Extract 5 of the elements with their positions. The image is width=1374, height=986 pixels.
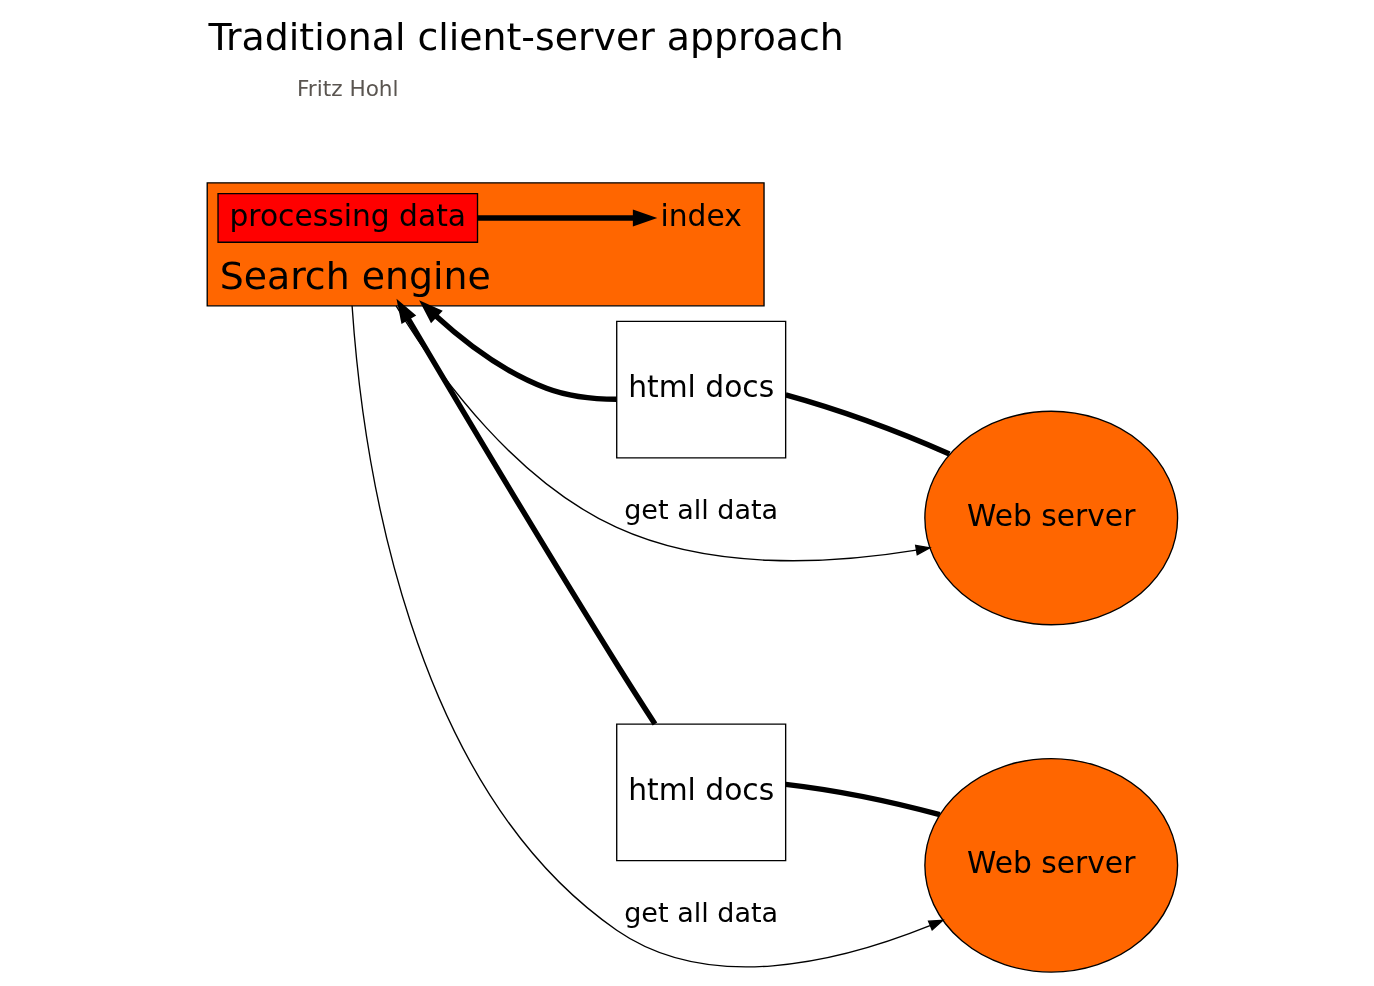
edge-label: get all data	[624, 494, 779, 526]
edge-label: get all data	[624, 897, 779, 929]
node-text: index	[660, 197, 742, 233]
diagram-title: Traditional client-server approach	[208, 14, 844, 59]
label: Fritz Hohl	[296, 76, 399, 102]
